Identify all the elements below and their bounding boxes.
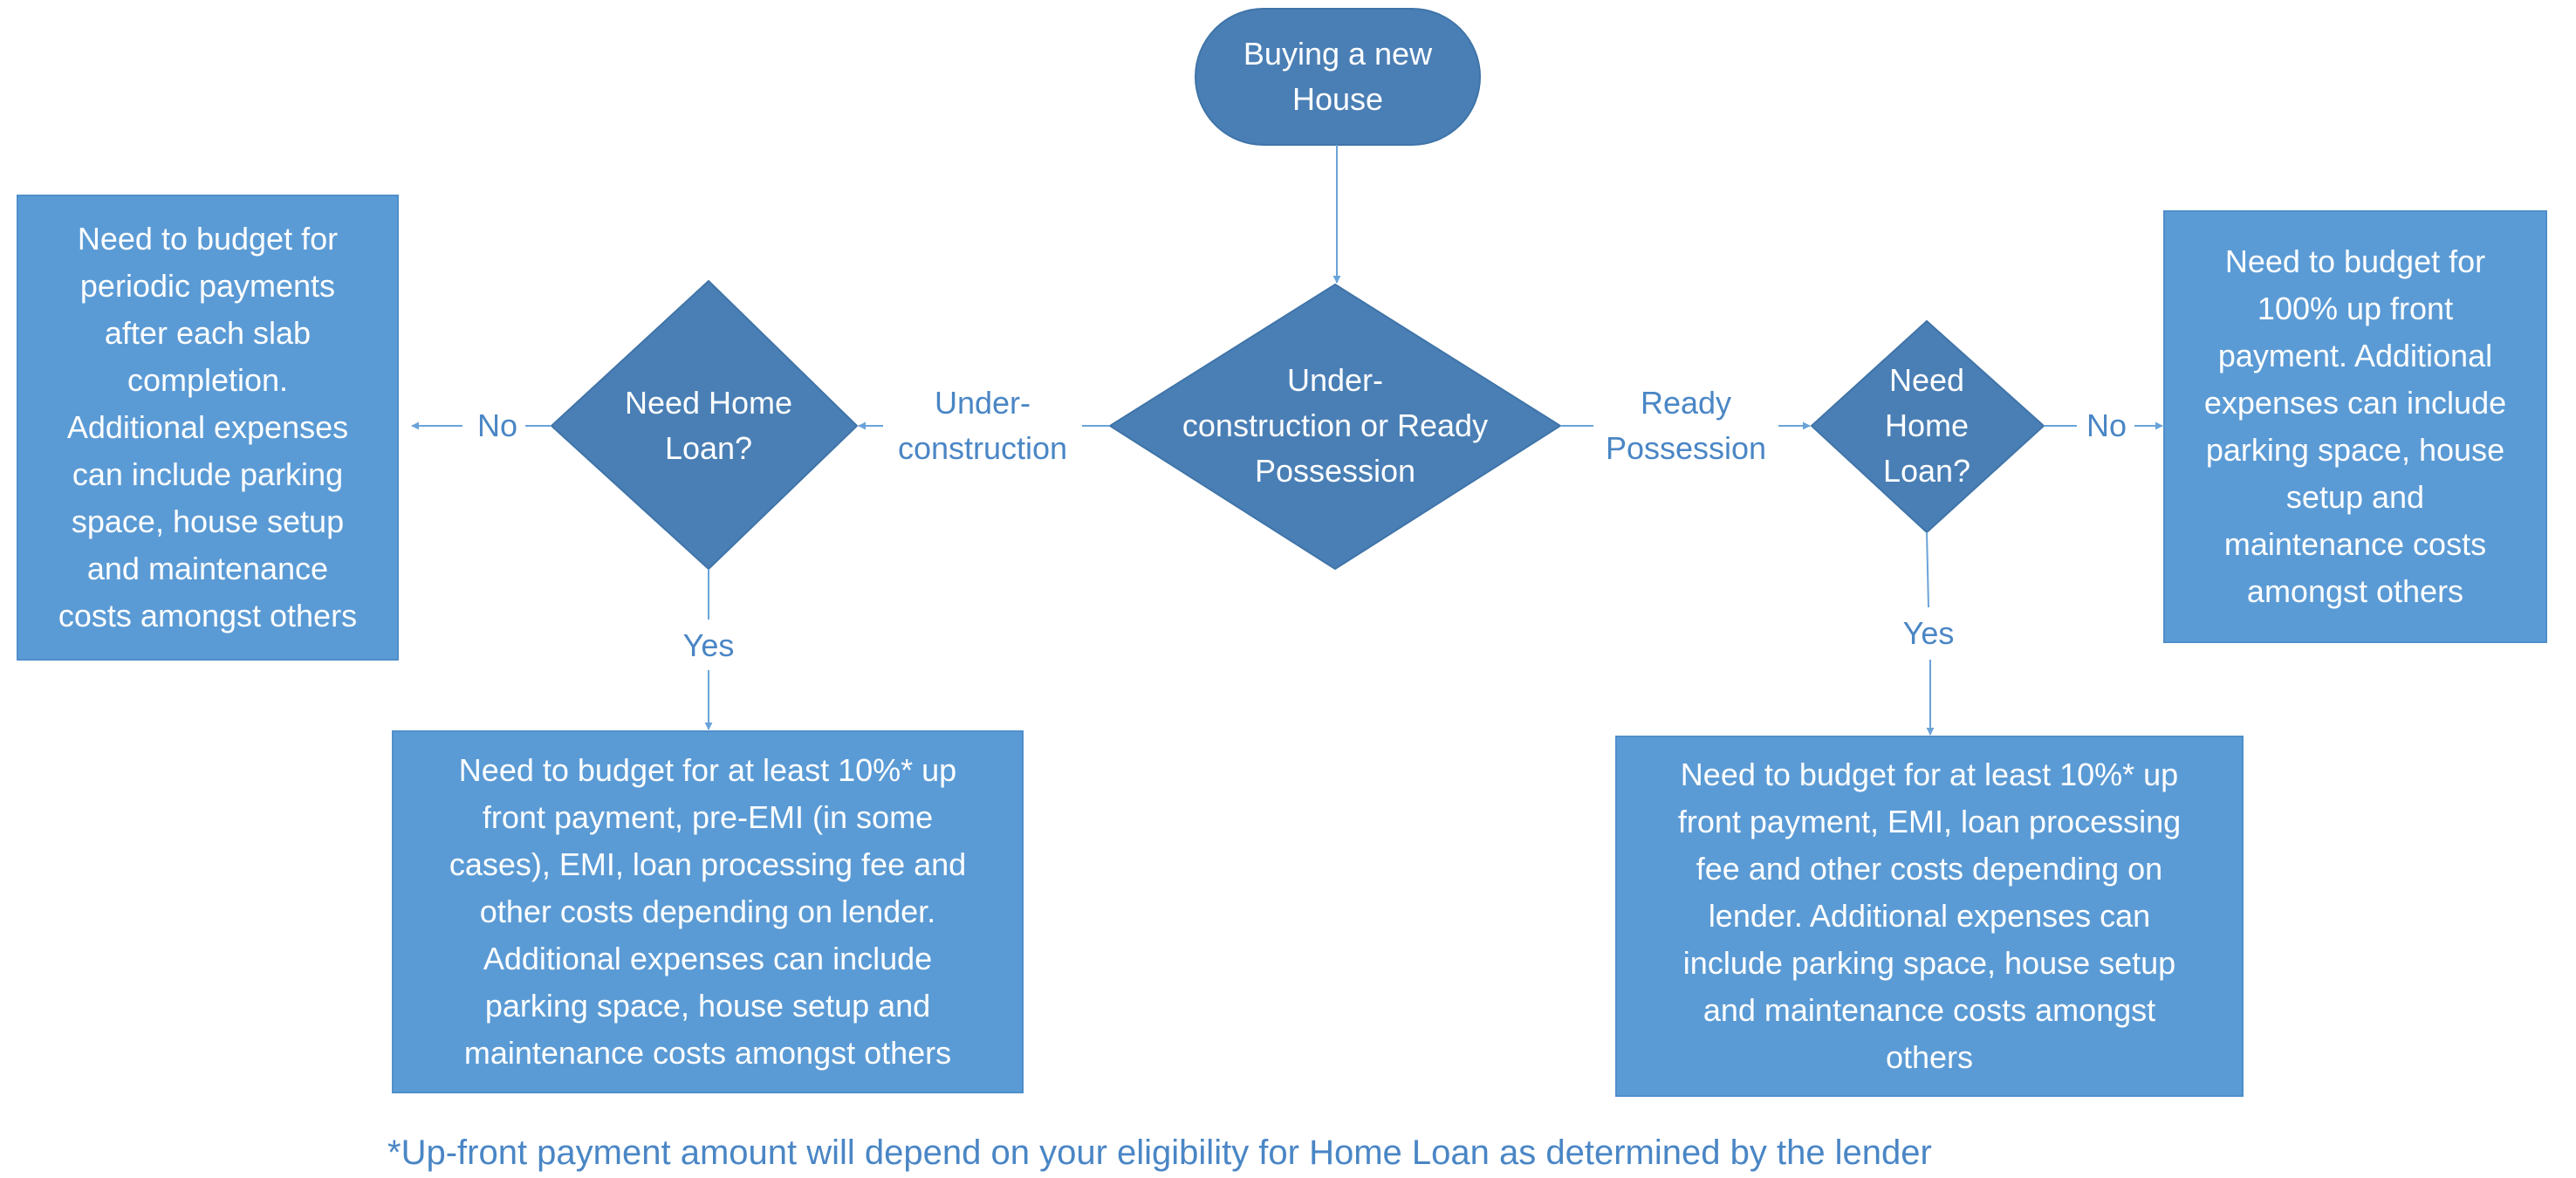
main-decision-label-wrap: Under- construction or Ready Possession (1134, 332, 1536, 520)
right-bottom-box (1615, 736, 2244, 1097)
main-decision-diamond (1108, 283, 1562, 571)
left-top-box (17, 195, 399, 661)
right-top-box-label-wrap: Need to budget for 100% up front payment… (2164, 211, 2546, 642)
label-no-left: No (476, 408, 518, 443)
left-bottom-box (392, 730, 1024, 1093)
left-top-box-text: Need to budget for periodic payments aft… (58, 221, 358, 634)
right-decision-label-wrap: Need Home Loan? (1829, 349, 2024, 503)
footnote: *Up-front payment amount will depend on … (387, 1133, 1932, 1172)
label-yes-left: Yes (682, 627, 735, 663)
left-decision-label-wrap: Need Home Loan? (578, 349, 839, 503)
left-decision-text: Need Home Loan? (624, 385, 793, 466)
left-bottom-box-label-wrap: Need to budget for at least 10%* up fron… (393, 731, 1023, 1092)
right-bottom-box-text: Need to budget for at least 10%* up fron… (1677, 757, 2182, 1075)
main-decision-text: Under- construction or Ready Possession (1182, 362, 1489, 489)
left-bottom-box-text: Need to budget for at least 10%* up fron… (449, 752, 967, 1071)
label-ready-possession: Ready Possession (1605, 385, 1767, 466)
label-under-construction: Under- construction (897, 385, 1068, 466)
label-yes-right: Yes (1902, 615, 1955, 651)
right-bottom-box-label-wrap: Need to budget for at least 10%* up fron… (1616, 736, 2243, 1096)
start-terminal-text: Buying a new House (1243, 36, 1433, 117)
label-no-right: No (2086, 408, 2127, 443)
start-terminal-label-wrap: Buying a new House (1196, 9, 1480, 145)
right-top-box-text: Need to budget for 100% up front payment… (2203, 243, 2507, 609)
connector-right-yes-a (1926, 531, 1929, 608)
right-top-box (2163, 210, 2547, 643)
right-decision-text: Need Home Loan? (1882, 362, 1971, 489)
left-top-box-label-wrap: Need to budget for periodic payments aft… (17, 195, 398, 660)
